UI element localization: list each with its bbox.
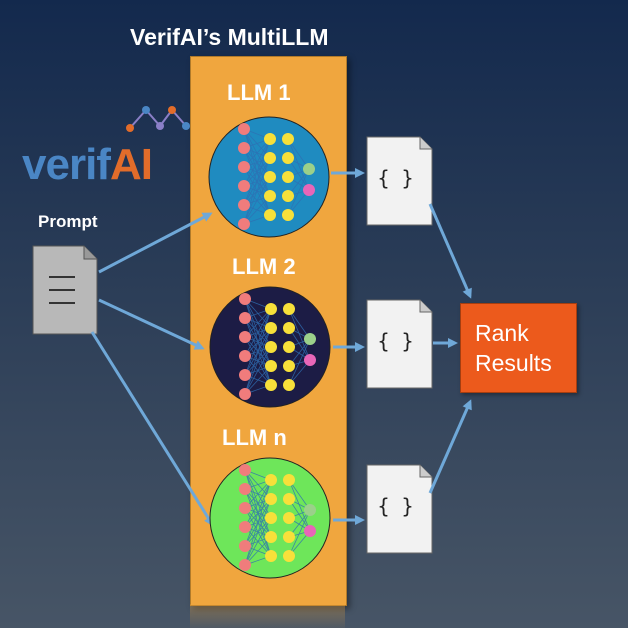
hidden-neuron [265, 512, 277, 524]
hidden-neuron [283, 379, 295, 391]
hidden-neuron [265, 322, 277, 334]
arrow-output-n-rank [428, 399, 472, 494]
hidden-neuron [283, 512, 295, 524]
hidden-neuron [283, 303, 295, 315]
prompt-document-icon [32, 245, 98, 335]
hidden-neuron [265, 474, 277, 486]
hidden-neuron [282, 152, 294, 164]
llm-n-label: LLM n [222, 425, 287, 450]
rank-results-line1: Rank [475, 320, 529, 346]
arrow-prompt-llm-1 [98, 212, 213, 274]
hidden-neuron [283, 474, 295, 486]
hidden-neuron [264, 171, 276, 183]
input-neuron [239, 464, 251, 476]
input-neuron [238, 199, 250, 211]
llm-output-arrows [331, 168, 365, 525]
arrow-prompt-llm-n [90, 331, 214, 527]
hidden-neuron [264, 152, 276, 164]
output-neuron [304, 333, 316, 345]
input-neuron [238, 142, 250, 154]
output-braces-symbol: { } [377, 329, 413, 353]
logo-text-verif: verif [22, 140, 111, 189]
input-neuron [239, 502, 251, 514]
input-neuron [239, 540, 251, 552]
output-neuron [303, 184, 315, 196]
hidden-neuron [265, 341, 277, 353]
output-neuron [304, 525, 316, 537]
output-2-document-icon: { } [366, 299, 433, 389]
input-neuron [239, 483, 251, 495]
column-reflection [190, 604, 345, 628]
hidden-neuron [264, 133, 276, 145]
llm-1-label: LLM 1 [227, 80, 291, 105]
hidden-neuron [282, 209, 294, 221]
rank-arrows [428, 203, 472, 494]
hidden-neuron [265, 550, 277, 562]
hidden-neuron [265, 303, 277, 315]
hidden-neuron [282, 133, 294, 145]
prompt-arrows [90, 212, 214, 527]
hidden-neuron [265, 360, 277, 372]
hidden-neuron [265, 379, 277, 391]
hidden-neuron [282, 190, 294, 202]
llm-1-network-icon [208, 116, 330, 238]
hidden-neuron [265, 493, 277, 505]
hidden-neuron [264, 190, 276, 202]
output-neuron [303, 163, 315, 175]
hidden-neuron [283, 531, 295, 543]
rank-results-box: Rank Results [460, 303, 577, 393]
diagram-title: VerifAI’s MultiLLM [130, 24, 329, 50]
hidden-neuron [265, 531, 277, 543]
output-1-document-icon: { } [366, 136, 433, 226]
hidden-neuron [283, 341, 295, 353]
input-neuron [239, 312, 251, 324]
rank-results-line2: Results [475, 350, 552, 376]
llm-n-network-icon [209, 457, 331, 579]
output-n-document-icon: { } [366, 464, 433, 554]
input-neuron [238, 218, 250, 230]
arrow-prompt-llm-2 [98, 298, 205, 350]
hidden-neuron [264, 209, 276, 221]
output-neuron [304, 354, 316, 366]
hidden-neuron [283, 360, 295, 372]
input-neuron [239, 293, 251, 305]
input-neuron [238, 180, 250, 192]
logo-network-icon [126, 106, 190, 132]
llm-2-network-icon [209, 286, 331, 408]
input-neuron [239, 369, 251, 381]
input-neuron [239, 331, 251, 343]
input-neuron [238, 161, 250, 173]
input-neuron [239, 559, 251, 571]
hidden-neuron [283, 493, 295, 505]
input-neuron [239, 388, 251, 400]
logo-text-ai: AI [109, 140, 153, 189]
arrow-output-1-rank [428, 203, 472, 299]
prompt-label: Prompt [38, 212, 98, 231]
output-braces-symbol: { } [377, 494, 413, 518]
input-neuron [239, 521, 251, 533]
llm-2-label: LLM 2 [232, 254, 296, 279]
output-neuron [304, 504, 316, 516]
input-neuron [239, 350, 251, 362]
input-neuron [238, 123, 250, 135]
hidden-neuron [283, 322, 295, 334]
verifai-logo: verifAI [22, 140, 153, 190]
hidden-neuron [282, 171, 294, 183]
hidden-neuron [283, 550, 295, 562]
output-braces-symbol: { } [377, 166, 413, 190]
